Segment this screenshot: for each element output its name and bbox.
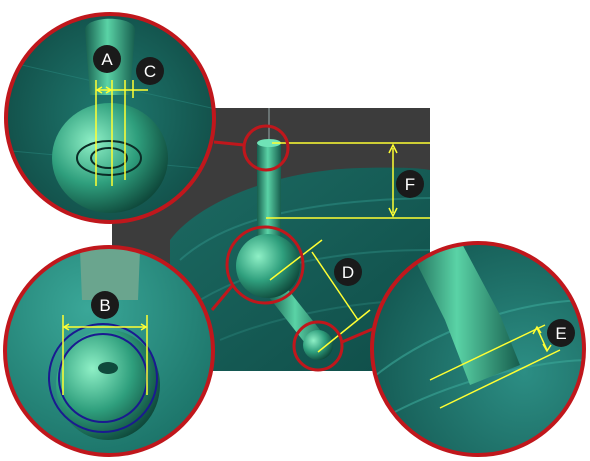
label-e: E (547, 319, 575, 347)
label-f: F (396, 170, 424, 198)
label-b: B (91, 291, 119, 319)
label-d: D (334, 258, 362, 286)
callout-marker-end (292, 320, 344, 372)
callout-marker-ball (225, 225, 305, 305)
svg-text:B: B (99, 296, 110, 315)
label-c: C (136, 57, 164, 85)
callout-connectors (210, 140, 376, 344)
svg-text:E: E (555, 324, 566, 343)
label-a: A (93, 45, 121, 73)
svg-text:F: F (405, 175, 415, 194)
svg-text:A: A (101, 50, 113, 69)
measure-F (266, 142, 430, 219)
callout-marker-top (242, 124, 290, 172)
svg-text:C: C (144, 62, 156, 81)
svg-text:D: D (342, 263, 354, 282)
zoom-detail-e (370, 241, 586, 457)
measure-D (269, 239, 371, 353)
zoom-detail-b (3, 245, 215, 457)
